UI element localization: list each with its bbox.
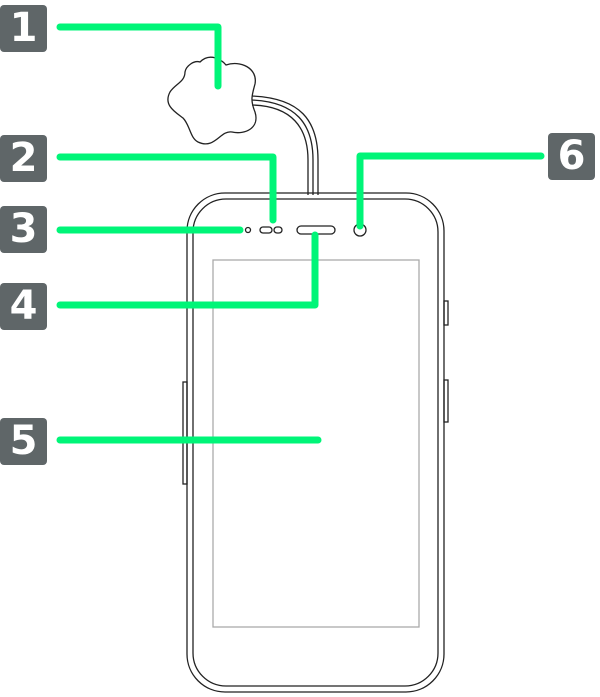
- callout-badge-5: 5: [0, 418, 47, 465]
- callout-line-2: [56, 153, 277, 224]
- callout-line-6: [356, 152, 545, 230]
- callout-badge-3: 3: [0, 206, 47, 253]
- callout-badge-2: 2: [0, 135, 47, 182]
- notification-lamp: [244, 226, 252, 234]
- proximity-sensor-a: [259, 226, 273, 234]
- callout-line-1: [56, 23, 222, 90]
- strap-charm: [167, 56, 257, 145]
- side-key-left: [182, 381, 188, 485]
- strap-cable: [251, 95, 319, 195]
- callout-line-4: [56, 231, 319, 309]
- callout-badge-6: 6: [548, 133, 595, 180]
- side-key-volume: [443, 379, 449, 423]
- callout-badge-1: 1: [0, 5, 47, 52]
- callout-badge-4: 4: [0, 283, 47, 330]
- side-key-top: [443, 300, 449, 326]
- proximity-sensor-b: [273, 226, 283, 234]
